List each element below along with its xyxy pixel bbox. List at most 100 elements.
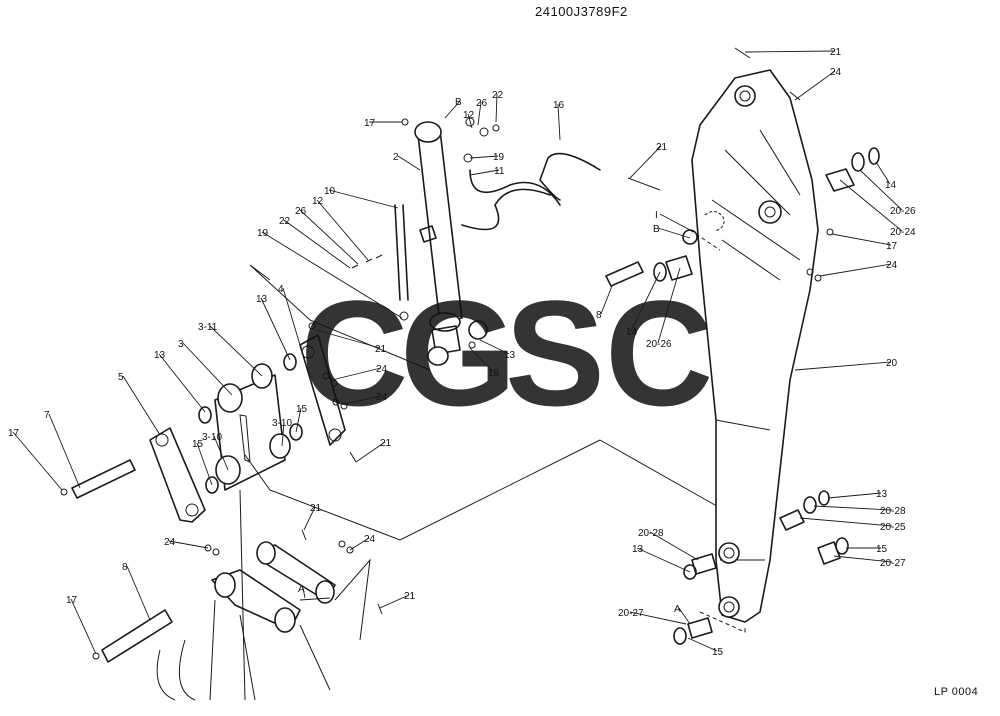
callout-label: I [655,210,658,221]
callout-leader [827,492,882,499]
callout-leader [678,607,691,625]
callout-label: 22 [279,216,291,227]
callout-label: 24 [164,537,176,548]
callout-leader [12,431,63,491]
callout-label: 13 [154,350,166,361]
callout-leader [209,325,263,377]
callout-label: 3-11 [198,322,218,333]
callout-label: 17 [886,241,898,252]
watermark-letter-c2: C [605,269,713,437]
callout-label: A [298,584,305,595]
callout-label: 13 [632,544,644,555]
callout-label: 13 [256,294,268,305]
callout-leader [444,100,461,119]
callout-label: 20-28 [638,528,664,539]
callout-label: 20-25 [880,522,906,533]
callout-label: 22 [492,90,504,101]
callout-label: 15 [296,404,308,415]
callout-leader [875,161,891,185]
callout-label: B [653,224,660,235]
callout-label: 26 [476,98,488,109]
callout-leader [477,101,482,126]
callout-label: 17 [66,595,78,606]
callout-leader [283,219,351,269]
callout-leader [469,169,500,176]
callout-label: 20-27 [880,558,906,569]
callout-leader [213,435,229,471]
link-assembly [60,322,716,701]
callout-leader [831,233,892,246]
watermark-letter-s: S [505,269,605,437]
callout-leader [629,145,662,179]
callout-label: 3-10 [272,418,292,429]
callout-leader [331,367,382,381]
callout-label: 12 [463,110,475,121]
callout-label: 21 [380,438,392,449]
callout-leader [859,169,903,211]
callout-leader [302,587,306,599]
callout-leader [316,199,369,261]
callout-label: 14 [626,327,638,338]
callout-label: 20-26 [646,339,672,350]
callout-label: 13 [504,350,516,361]
callout-leader [744,50,836,53]
callout-leader [630,271,661,332]
callout-label: 24 [886,260,898,271]
callout-leader [629,611,687,625]
bucket-cylinder [249,117,601,371]
callout-label: 21 [310,503,322,514]
callout-leader [833,555,893,563]
callout-label: 20 [886,358,898,369]
callout-label: 24 [364,534,376,545]
callout-label: 7 [44,410,50,421]
callout-leader [469,347,494,373]
drawing-code: 24100J3789F2 [535,4,628,19]
callout-leader [659,213,691,231]
callout-label: 14 [885,180,897,191]
callout-label: 5 [118,372,124,383]
callout-label: 15 [876,544,888,555]
callout-label: 26 [295,206,307,217]
callout-leader [70,598,97,655]
callout-label: 3-10 [202,432,222,443]
callout-leader [355,441,386,463]
callout-leader [343,395,382,405]
callout-label: 16 [553,100,565,111]
callout-leader [328,189,399,209]
callout-leader [126,565,151,621]
callout-leader [799,517,893,527]
callout-leader [281,421,285,447]
callout-leader [182,342,233,396]
watermark: C G S C [300,269,713,437]
callout-leader [48,413,81,489]
callout-leader [600,285,613,315]
callout-label: A [674,604,681,615]
callout-leader [687,637,718,652]
page-code: LP 0004 [934,686,979,698]
callout-leader [467,113,473,129]
callout-leader [794,361,892,371]
callout-label: 20-24 [890,227,916,238]
callout-label: 15 [192,439,204,450]
callout-leader [479,339,510,355]
callout-leader [295,407,302,433]
callout-leader [122,375,161,436]
callout-label: 24 [830,67,842,78]
callout-leader [469,155,499,159]
callout-label: 13 [876,489,888,500]
callout-label: 12 [312,196,324,207]
watermark-letter-g: G [400,269,517,437]
callout-leader [349,537,370,551]
callout-label: 20-26 [890,206,916,217]
callout-leader [261,231,403,319]
callout-leader [495,93,498,123]
callout-label: 20-28 [880,506,906,517]
callout-label: 24 [376,392,388,403]
callout-label: 19 [493,152,505,163]
callout-label: 21 [830,47,842,58]
callout-label: 18 [488,368,500,379]
callout-leader [819,263,892,277]
